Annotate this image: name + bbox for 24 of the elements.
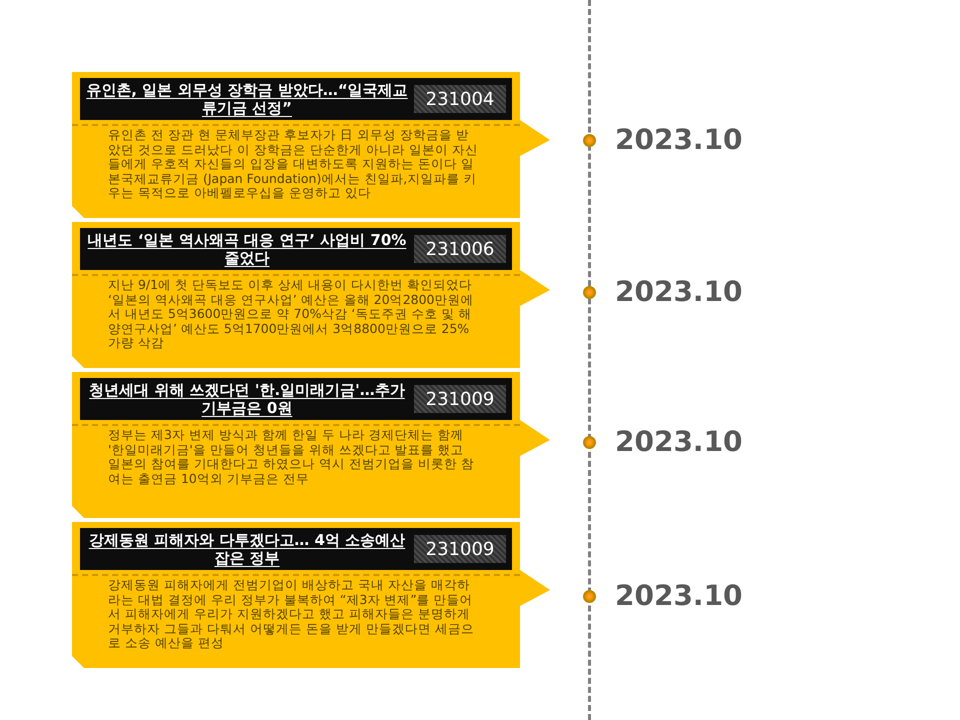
summary-text: 정부는 제3자 변제 방식과 함께 한일 두 나라 경제단체는 함께 '한일미래기금'을 만들어 청년들을 위해 쓰겠다고 발표를 했고 일본의 참여를 기대한다고 하였으나 역시 전범기업을 비롯한 참여는 출연금 10억외 기부금은 전무 (108, 428, 475, 486)
date-label: 2023.10 (615, 426, 743, 458)
callout-card (72, 222, 550, 368)
callout-card (72, 372, 550, 518)
date-label: 2023.10 (615, 276, 743, 308)
headline: 유인촌, 일본 외무성 장학금 받았다…“일국제교류기금 선정” (85, 81, 409, 117)
timeline-dot (583, 436, 596, 449)
headline: 강제동원 피해자와 다투겠다고… 4억 소송예산 잡은 정부 (88, 531, 406, 567)
date-code: 231009 (414, 385, 506, 413)
timeline-dot (583, 590, 596, 603)
date-code: 231004 (414, 85, 506, 113)
headline: 내년도 ‘일본 역사왜곡 대응 연구’ 사업비 70% 줄었다 (86, 231, 408, 267)
date-label: 2023.10 (615, 580, 743, 612)
timeline-dot (583, 134, 596, 147)
date-code: 231009 (414, 535, 506, 563)
summary-text: 유인촌 전 장관 현 문체부장관 후보자가 日 외무성 장학금을 받았던 것으로 드러났다 이 장학금은 단순한게 아니라 일본이 자신들에게 우호적 자신들의 입장을 대변하도록 지원하는 돈이다 일본국제교류기금 (Japan Foundation)에서는 친일파,지일파를 키우는 목적으로 아베펠로우십을 운영하고 있다 (108, 128, 479, 200)
date-label: 2023.10 (615, 124, 743, 156)
summary-text: 지난 9/1에 첫 단독보도 이후 상세 내용이 다시한번 확인되었다 ‘일본의 역사왜곡 대응 연구사업’ 예산은 올해 20억2800만원에서 내년도 5억3600만원으로 약 70%삭감 ‘독도주권 수호 및 해양연구사업’ 예산도 5억1700만원에서 3억8800만원으로 25%가량 삭감 (108, 278, 475, 350)
headline: 청년세대 위해 쓰겠다던 '한.일미래기금'…추가 기부금은 0원 (88, 381, 406, 417)
summary-text: 강제동원 피해자에게 전범기업이 배상하고 국내 자산을 매각하라는 대법 결정에 우리 정부가 불복하여 “제3자 변제”를 만들어서 피해자에게 우리가 지원하겠다고 했고 피해자들은 분명하게 거부하자 그들과 다퉈서 어떻게든 돈을 받게 만들겠다면 세금으로 소송 예산을 편성 (108, 578, 475, 650)
callout-card (72, 72, 550, 218)
date-code: 231006 (414, 235, 506, 263)
callout-card (72, 522, 550, 668)
timeline-dot (583, 286, 596, 299)
